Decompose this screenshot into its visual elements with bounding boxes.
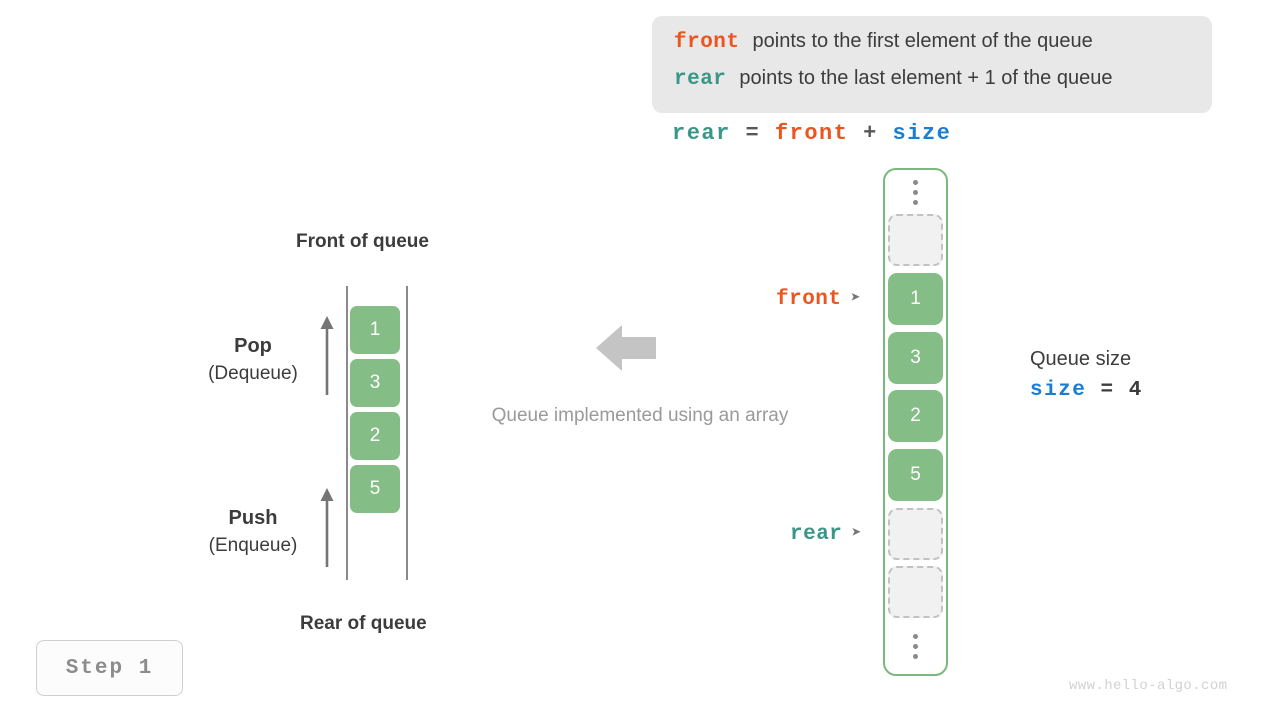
size-value: 4	[1128, 379, 1143, 402]
legend-box: front points to the first element of the…	[652, 16, 1212, 113]
queue-rail-left	[346, 286, 348, 580]
queue-cell: 3	[350, 359, 400, 407]
size-expression: size = 4	[1030, 374, 1143, 408]
size-caption: Queue size	[1030, 348, 1132, 370]
size-key: size	[1030, 379, 1087, 402]
push-label-main: Push	[228, 507, 278, 529]
legend-line-front: front points to the first element of the…	[674, 30, 1190, 67]
legend-text-rear: points to the last element + 1 of the qu…	[739, 67, 1113, 89]
array-cell-empty	[888, 566, 943, 618]
front-pointer-arrow-icon: ➤	[850, 290, 862, 309]
queue-cell: 2	[350, 412, 400, 460]
push-arrow-up-icon	[320, 488, 334, 567]
array-cell-filled: 2	[888, 390, 943, 442]
pop-label-main: Pop	[234, 335, 272, 357]
pop-label: Pop (Dequeue)	[182, 332, 324, 388]
array-cell-empty	[888, 214, 943, 266]
queue-cell: 1	[350, 306, 400, 354]
formula-rear: rear	[672, 121, 731, 146]
rear-pointer-text: rear	[790, 523, 843, 546]
step-badge: Step 1	[36, 640, 183, 696]
array-cell-filled: 3	[888, 332, 943, 384]
array-cell-empty	[888, 508, 943, 560]
pop-arrow-up-icon	[320, 316, 334, 395]
legend-key-front: front	[674, 31, 740, 54]
formula-front: front	[774, 121, 849, 146]
front-pointer-text: front	[776, 288, 842, 311]
rear-pointer-label: rear ➤	[790, 523, 862, 546]
rear-pointer-arrow-icon: ➤	[851, 525, 863, 544]
vertical-ellipsis-icon	[910, 180, 921, 205]
size-equals: =	[1100, 379, 1115, 402]
queue-cell: 5	[350, 465, 400, 513]
watermark: www.hello-algo.com	[1069, 678, 1228, 694]
middle-caption: Queue implemented using an array	[491, 405, 789, 426]
formula-plus: +	[863, 121, 878, 146]
vertical-ellipsis-icon	[910, 634, 921, 659]
array-cell-filled: 5	[888, 449, 943, 501]
size-annotation: Queue size size = 4	[1030, 344, 1143, 408]
legend-line-rear: rear points to the last element + 1 of t…	[674, 67, 1190, 104]
left-queue-front-title: Front of queue	[296, 231, 429, 252]
left-queue-rear-title: Rear of queue	[300, 613, 427, 634]
front-pointer-label: front ➤	[776, 288, 861, 311]
arrow-left-icon	[596, 325, 656, 371]
push-label: Push (Enqueue)	[182, 504, 324, 560]
push-label-sub: (Enqueue)	[208, 535, 298, 556]
legend-key-rear: rear	[674, 68, 727, 91]
array-cell-filled: 1	[888, 273, 943, 325]
formula-size: size	[892, 121, 952, 146]
queue-rail-right	[406, 286, 408, 580]
pop-label-sub: (Dequeue)	[208, 363, 298, 384]
formula-rear-equals-front-plus-size: rear = front + size	[672, 121, 951, 146]
legend-text-front: points to the first element of the queue	[752, 30, 1093, 52]
formula-equals: =	[745, 121, 761, 146]
